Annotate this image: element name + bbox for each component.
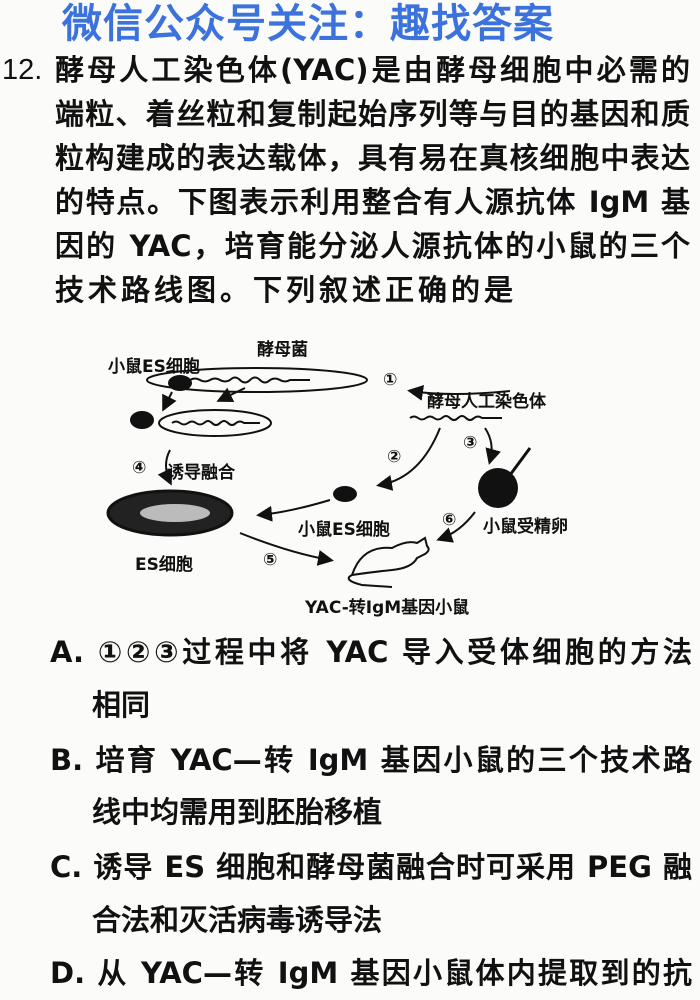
question-line: 技术路线图。下列叙述正确的是 xyxy=(55,273,518,307)
label-result: YAC-转IgM基因小鼠 xyxy=(305,598,470,618)
yeast-cell xyxy=(146,367,368,393)
option-b-cont: 线中均需用到胚胎移植 xyxy=(92,795,383,829)
option-a-cont: 相同 xyxy=(92,688,151,722)
diagram-graphics xyxy=(106,367,532,588)
zygote xyxy=(478,468,518,508)
option-b[interactable]: B. 培育 YAC—转 IgM 基因小鼠的三个技术路 xyxy=(50,743,692,777)
label-fusion: 诱导融合 xyxy=(167,463,235,483)
option-a[interactable]: A. ①②③过程中将 YAC 导入受体细胞的方法 xyxy=(50,635,692,669)
watermark: 微信公众号关注：趣找答案 xyxy=(62,1,554,47)
yeast-cell xyxy=(158,409,272,437)
option-d[interactable]: D. 从 YAC—转 IgM 基因小鼠体内提取到的抗 xyxy=(50,956,692,990)
question-line: 因的 YAC，培育能分泌人源抗体的小鼠的三个 xyxy=(55,229,690,263)
label-es-cells: ES细胞 xyxy=(135,555,193,575)
label-step1: ① xyxy=(383,370,398,390)
question-line: 端粒、着丝粒和复制起始序列等与目的基因和质 xyxy=(55,97,690,131)
label-yac: 酵母人工染色体 xyxy=(427,392,546,412)
label-mouse-es-top: 小鼠ES细胞 xyxy=(108,357,200,377)
option-c[interactable]: C. 诱导 ES 细胞和酵母菌融合时可采用 PEG 融 xyxy=(50,850,692,884)
question-line: 的特点。下图表示利用整合有人源抗体 IgM 基 xyxy=(55,185,690,219)
label-yeast: 酵母菌 xyxy=(257,340,308,360)
mouse-es-cell xyxy=(168,375,192,391)
mouse-icon xyxy=(347,536,430,588)
label-zygote: 小鼠受精卵 xyxy=(483,517,568,537)
mouse-es-cell xyxy=(130,411,154,429)
label-mouse-es-mid: 小鼠ES细胞 xyxy=(298,520,390,540)
label-step2: ② xyxy=(387,447,402,467)
option-c-cont: 合法和灭活病毒诱导法 xyxy=(92,903,383,937)
diagram: 酵母菌 小鼠ES细胞 ① 酵母人工染色体 ② ③ ④ 诱导融合 小鼠ES细胞 ⑥… xyxy=(90,330,610,620)
mouse-es-cell xyxy=(333,486,357,502)
label-step5: ⑤ xyxy=(263,550,278,570)
label-step4: ④ xyxy=(132,458,147,478)
label-step3: ③ xyxy=(463,433,478,453)
label-step6: ⑥ xyxy=(442,510,457,530)
question-number: 12. xyxy=(2,54,43,86)
question-line: 粒构建成的表达载体，具有易在真核细胞中表达 xyxy=(55,141,690,175)
question-line: 酵母人工染色体(YAC)是由酵母细胞中必需的 xyxy=(55,53,690,87)
